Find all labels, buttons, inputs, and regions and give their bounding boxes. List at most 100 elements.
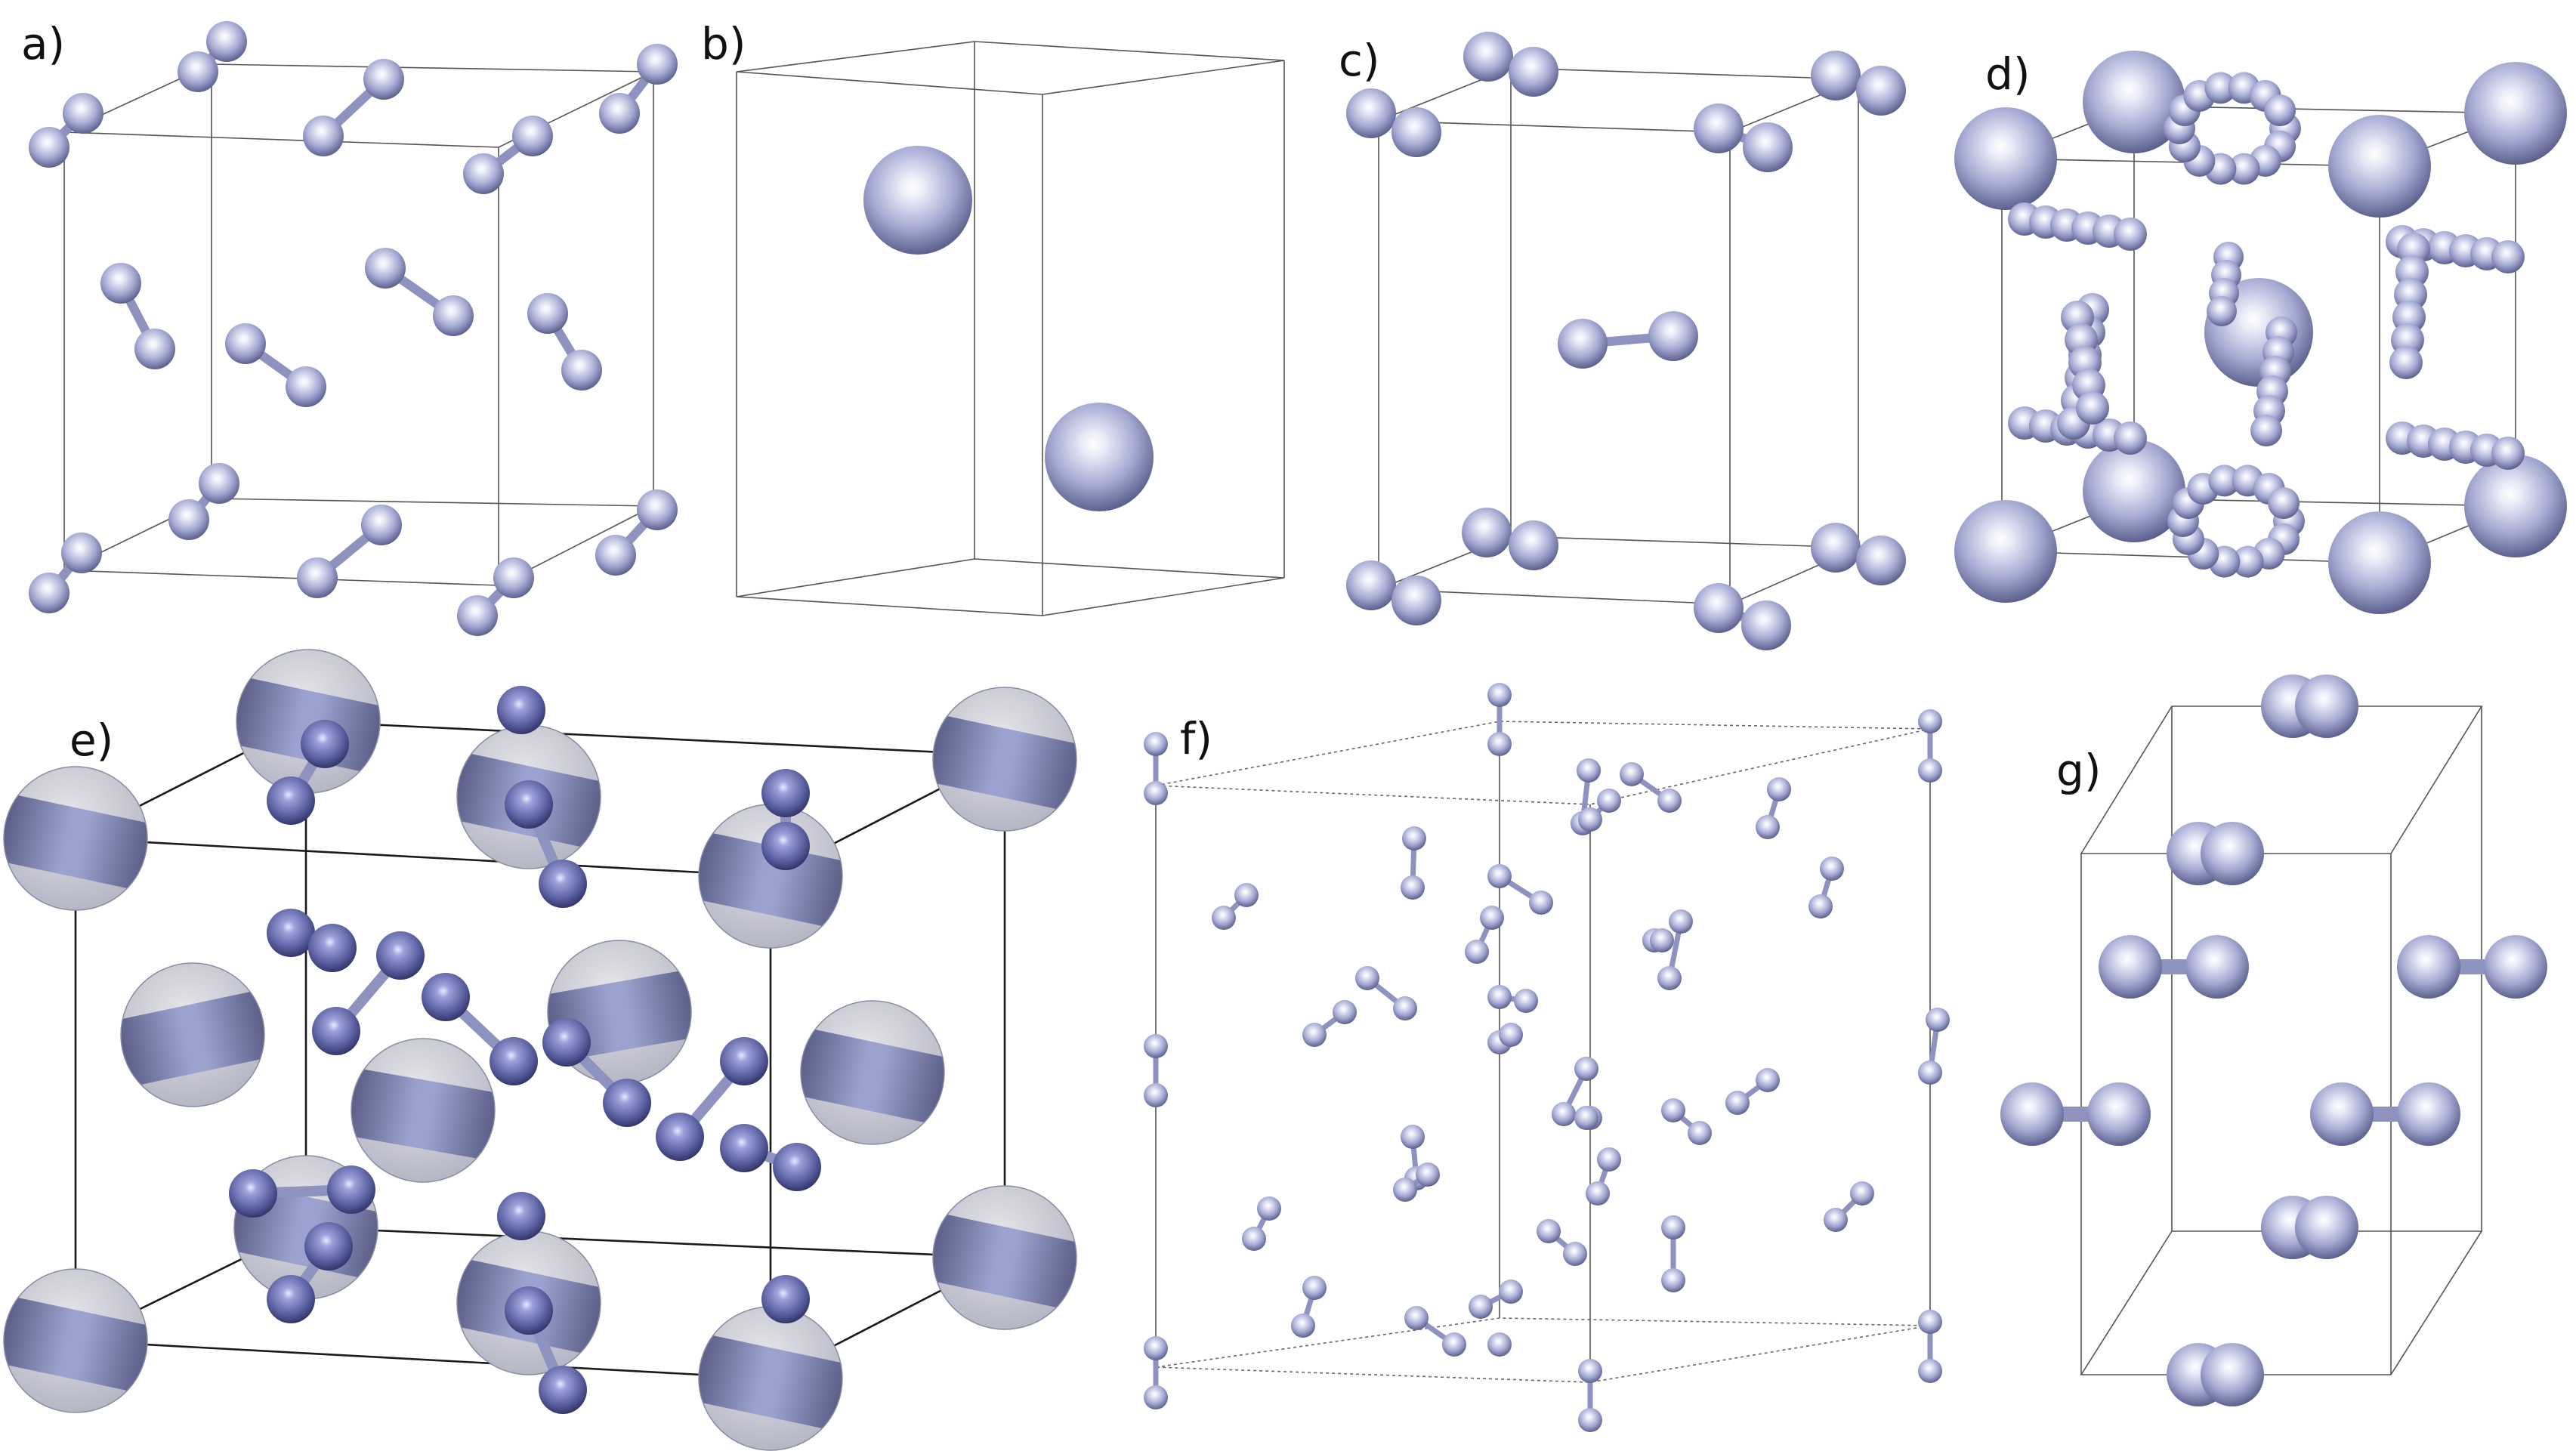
atom bbox=[1144, 781, 1168, 805]
atom bbox=[1578, 807, 1602, 832]
atom bbox=[225, 323, 266, 364]
atom bbox=[1954, 107, 2057, 210]
atom-band bbox=[0, 1293, 161, 1396]
molecule bbox=[1462, 508, 1558, 570]
molecule bbox=[1404, 1306, 1466, 1357]
atom bbox=[2264, 94, 2296, 127]
atom bbox=[542, 1018, 591, 1067]
atom bbox=[1302, 1276, 1327, 1300]
atom bbox=[1811, 523, 1861, 573]
atom bbox=[1487, 732, 1512, 756]
panel-g bbox=[2000, 675, 2547, 1406]
atom bbox=[1552, 1102, 1576, 1126]
panel-e bbox=[0, 649, 1090, 1451]
atom bbox=[168, 499, 209, 540]
atom bbox=[2310, 1082, 2374, 1146]
atom bbox=[2185, 935, 2249, 999]
panel-label-d: d) bbox=[1985, 48, 2030, 100]
atoms-d bbox=[1954, 51, 2567, 614]
molecule bbox=[1918, 709, 1942, 783]
atom bbox=[1918, 758, 1942, 783]
molecule bbox=[463, 116, 553, 194]
molecule bbox=[1552, 1057, 1598, 1126]
atom bbox=[1291, 1314, 1315, 1338]
atom bbox=[363, 59, 404, 100]
large-atom bbox=[685, 804, 856, 949]
molecule bbox=[267, 909, 357, 972]
atom bbox=[1333, 1000, 1357, 1024]
atom bbox=[1918, 709, 1942, 733]
atom bbox=[1393, 996, 1417, 1020]
atom bbox=[422, 973, 470, 1021]
atom bbox=[1856, 536, 1906, 585]
atom bbox=[1725, 1091, 1750, 1115]
molecule bbox=[365, 248, 474, 336]
atom bbox=[561, 350, 602, 391]
atom bbox=[1808, 894, 1833, 918]
atom bbox=[720, 1037, 768, 1085]
large-atom bbox=[339, 1038, 507, 1183]
molecule bbox=[595, 489, 678, 576]
atom bbox=[365, 248, 406, 289]
atom bbox=[1212, 906, 1236, 930]
molecule bbox=[1487, 683, 1512, 756]
atom bbox=[2201, 822, 2264, 885]
molecule bbox=[1346, 88, 1441, 157]
molecule bbox=[1463, 32, 1558, 97]
molecules-f bbox=[1144, 683, 1950, 1432]
molecule bbox=[297, 505, 402, 598]
panel-label-c: c) bbox=[1339, 35, 1380, 86]
atom bbox=[761, 1275, 810, 1323]
large-atom bbox=[685, 1306, 856, 1451]
molecule bbox=[1811, 523, 1906, 585]
molecule bbox=[168, 463, 239, 540]
molecule bbox=[1302, 1000, 1357, 1047]
atom bbox=[297, 557, 338, 598]
atom bbox=[178, 51, 218, 92]
molecule bbox=[1578, 1359, 1602, 1432]
atom bbox=[1657, 789, 1682, 813]
molecule bbox=[1808, 857, 1844, 918]
atom bbox=[1577, 758, 1601, 783]
atom bbox=[1597, 789, 1621, 813]
atom bbox=[512, 116, 553, 156]
atom bbox=[2295, 1196, 2358, 1259]
molecule bbox=[267, 1222, 353, 1323]
atom bbox=[1346, 88, 1396, 138]
atom bbox=[1401, 875, 1425, 900]
atom bbox=[303, 116, 344, 156]
molecule bbox=[1401, 826, 1426, 900]
atom bbox=[304, 1222, 353, 1270]
atom bbox=[1463, 32, 1513, 82]
panel-c bbox=[1346, 32, 1906, 650]
atom bbox=[2295, 675, 2358, 738]
atom bbox=[1648, 311, 1698, 361]
atom bbox=[493, 557, 534, 598]
atom-band bbox=[685, 1331, 856, 1434]
large-atom bbox=[919, 687, 1090, 832]
atom bbox=[1487, 864, 1512, 888]
atom bbox=[1442, 1332, 1466, 1357]
atom bbox=[2207, 296, 2237, 326]
atom bbox=[1669, 909, 1693, 934]
molecule bbox=[1393, 1162, 1440, 1202]
atom bbox=[1144, 732, 1168, 756]
atom bbox=[637, 489, 678, 530]
atom bbox=[2397, 1082, 2460, 1146]
molecule bbox=[1212, 883, 1259, 930]
molecule bbox=[1811, 51, 1906, 116]
atom-band bbox=[223, 674, 394, 776]
molecule bbox=[225, 323, 326, 407]
atom bbox=[2201, 1343, 2264, 1406]
large-atom bbox=[787, 1000, 958, 1145]
atom bbox=[2099, 935, 2162, 999]
atom bbox=[327, 1165, 375, 1214]
atom bbox=[308, 924, 357, 972]
atom-band bbox=[339, 1065, 507, 1163]
atom-band bbox=[919, 1210, 1090, 1313]
atom bbox=[1811, 51, 1861, 100]
atom bbox=[1234, 883, 1259, 907]
molecule bbox=[1824, 1181, 1874, 1232]
molecule bbox=[29, 533, 102, 613]
